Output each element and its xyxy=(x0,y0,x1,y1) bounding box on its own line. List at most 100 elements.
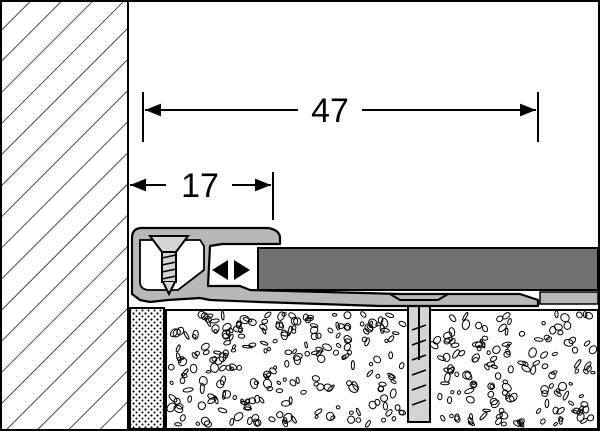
aggregate-pebble xyxy=(281,311,287,317)
aggregate-pebble xyxy=(381,417,387,423)
aggregate-pebble xyxy=(284,349,293,356)
aggregate-pebble xyxy=(316,354,326,363)
aggregate-pebble xyxy=(327,327,334,334)
aggregate-pebble xyxy=(454,371,460,378)
aggregate-pebble xyxy=(314,408,323,415)
aggregate-pebble xyxy=(492,345,501,355)
aggregate-pebble xyxy=(176,403,184,410)
aggregate-pebble xyxy=(229,417,235,426)
aggregate-pebble xyxy=(305,316,314,322)
aggregate-pebble xyxy=(361,336,368,343)
dimension-17: 17 xyxy=(130,167,274,220)
aggregate-pebble xyxy=(243,406,252,411)
aggregate-pebble xyxy=(543,334,550,341)
aggregate-pebble xyxy=(387,372,396,379)
aggregate-pebble xyxy=(314,414,319,419)
aggregate-pebble xyxy=(446,396,453,404)
aggregate-pebble xyxy=(590,370,596,375)
aggregate-pebble xyxy=(449,413,454,419)
aggregate-pebble xyxy=(456,390,462,395)
aggregate-pebble xyxy=(176,356,185,361)
aggregate-pebble xyxy=(292,348,297,355)
aggregate-pebble xyxy=(479,338,486,349)
aggregate-pebble xyxy=(384,312,395,319)
aggregate-pebble xyxy=(584,311,594,320)
aggregate-pebble xyxy=(545,336,553,343)
aggregate-pebble xyxy=(239,315,250,325)
aggregate-pebble xyxy=(500,421,507,427)
aggregate-pebble xyxy=(275,388,284,394)
aggregate-pebble xyxy=(391,416,397,422)
aggregate-pebble xyxy=(580,417,588,424)
aggregate-pebble xyxy=(335,332,341,339)
aggregate-pebble xyxy=(309,326,319,335)
aggregate-pebble xyxy=(282,377,287,382)
aggregate-pebble xyxy=(560,313,570,323)
aggregate-pebble xyxy=(222,322,232,332)
aggregate-pebble xyxy=(322,343,333,352)
aggregate-pebble xyxy=(540,385,550,394)
aggregate-pebble xyxy=(462,311,469,321)
aggregate-pebble xyxy=(344,338,351,344)
aggregate-pebble xyxy=(247,416,253,426)
aggregate-pebble xyxy=(214,356,224,366)
aggregate-pebble xyxy=(454,415,461,423)
aggregate-pebble xyxy=(203,420,212,428)
aggregate-pebble xyxy=(548,383,554,389)
aggregate-pebble xyxy=(464,387,475,395)
aggregate-pebble xyxy=(486,350,491,355)
aggregate-pebble xyxy=(223,340,232,346)
aggregate-pebble xyxy=(553,323,563,331)
aggregate-pebble xyxy=(476,344,482,352)
aggregate-pebble xyxy=(461,319,471,330)
aggregate-pebble xyxy=(501,382,512,392)
aggregate-pebble xyxy=(385,409,393,417)
aggregate-pebble xyxy=(362,328,370,335)
aggregate-pebble xyxy=(347,415,356,424)
aggregate-pebble xyxy=(182,387,194,393)
aggregate-pebble xyxy=(443,338,451,345)
aggregate-pebble xyxy=(359,321,365,327)
aggregate-pebble xyxy=(198,376,208,386)
aggregate-pebble xyxy=(387,335,395,343)
aggregate-pebble xyxy=(348,410,354,415)
aggregate-pebble xyxy=(528,347,537,358)
aggregate-pebble xyxy=(233,412,244,422)
aggregate-pebble xyxy=(512,420,522,427)
aggregate-pebble xyxy=(398,409,405,416)
aggregate-pebble xyxy=(343,324,351,331)
aggregate-pebble xyxy=(437,392,443,401)
aggregate-pebble xyxy=(489,397,498,406)
aggregate-pebble xyxy=(268,416,276,423)
aggregate-pebble xyxy=(447,366,455,373)
aggregate-pebble xyxy=(375,322,382,327)
aggregate-pebble xyxy=(541,390,549,397)
aggregate-pebble xyxy=(209,318,220,324)
aggregate-pebble xyxy=(213,350,222,355)
aggregate-pebble xyxy=(533,337,544,342)
aggregate-pebble xyxy=(341,354,347,359)
aggregate-pebble xyxy=(495,417,503,426)
aggregate-pebble xyxy=(583,340,591,347)
aggregate-pebble xyxy=(436,355,446,362)
aggregate-pebble xyxy=(553,422,558,427)
aggregate-pebble xyxy=(263,370,271,379)
aggregate-pebble xyxy=(462,370,472,380)
aggregate-pebble xyxy=(574,359,582,369)
aggregate-pebble xyxy=(258,396,265,404)
aggregate-pebble xyxy=(391,331,400,335)
aggregate-pebble xyxy=(557,381,568,392)
aggregate-pebble xyxy=(304,341,308,349)
aggregate-pebble xyxy=(532,360,541,366)
aggregate-pebble xyxy=(541,320,546,326)
aggregate-pebble xyxy=(563,338,574,347)
aggregate-pebble xyxy=(364,337,370,347)
wall-dowel xyxy=(407,296,431,423)
aggregate-pebble xyxy=(228,333,234,341)
aggregate-pebble xyxy=(541,363,549,370)
wall-section xyxy=(2,2,129,429)
aggregate-pebble xyxy=(284,360,290,368)
aggregate-pebble xyxy=(240,400,248,406)
aggregate-pebble xyxy=(448,327,456,337)
aggregate-pebble xyxy=(191,334,197,339)
